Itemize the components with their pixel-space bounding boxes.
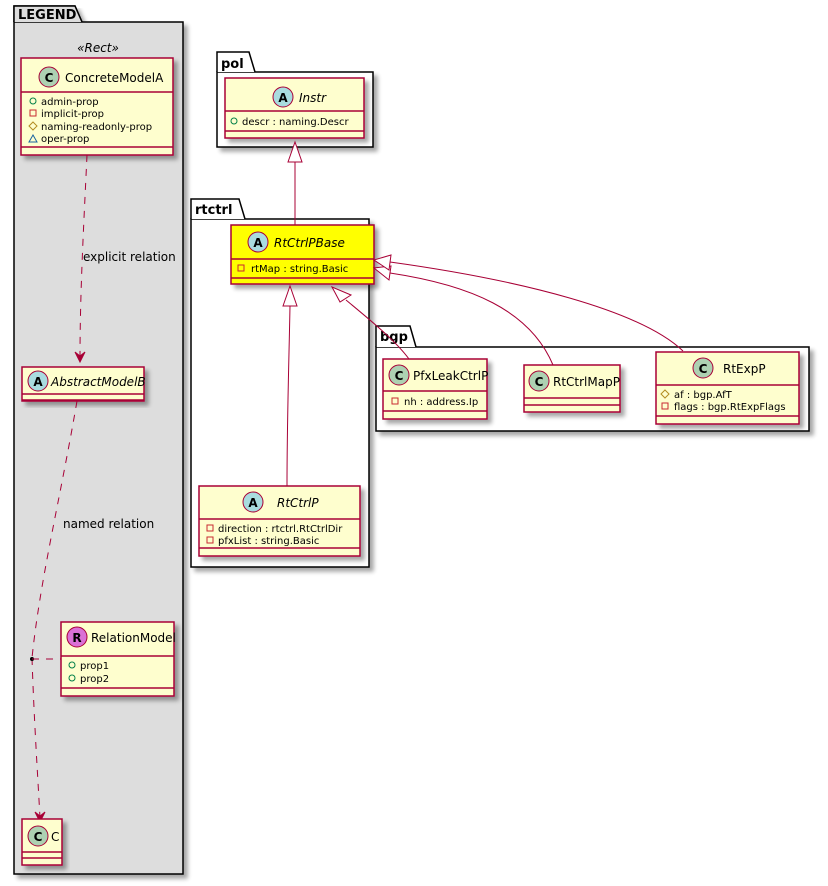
class-concrete-model-a[interactable]: C ConcreteModelA admin-prop implicit-pro… bbox=[20, 57, 174, 156]
private-visibility-icon bbox=[206, 536, 214, 544]
private-visibility-icon bbox=[391, 397, 399, 405]
relation-icon bbox=[66, 626, 88, 648]
edge-label: named relation bbox=[63, 517, 154, 531]
private-visibility-icon bbox=[29, 109, 37, 117]
package-name: rtctrl bbox=[195, 203, 232, 218]
attribute: flags : bgp.RtExpFlags bbox=[674, 402, 786, 413]
package-name: pol bbox=[221, 57, 244, 72]
class-icon-letter: C bbox=[699, 362, 708, 376]
class-name: Instr bbox=[299, 91, 327, 105]
private-visibility-icon bbox=[661, 402, 669, 410]
class-name: ConcreteModelA bbox=[65, 71, 164, 85]
class-relation-model[interactable]: R RelationModel prop1 prop2 bbox=[60, 621, 176, 697]
attribute: prop1 bbox=[80, 661, 109, 672]
abstract-icon bbox=[242, 491, 264, 513]
class-icon-letter: A bbox=[33, 375, 43, 389]
class-name: RtCtrlP bbox=[277, 496, 319, 510]
attribute: af : bgp.AfT bbox=[674, 390, 733, 401]
attribute: pfxList : string.Basic bbox=[218, 536, 319, 547]
attribute: admin-prop bbox=[41, 97, 99, 108]
class-icon-letter: A bbox=[253, 236, 263, 250]
class-rtctrlpbase[interactable]: A RtCtrlPBase rtMap : string.Basic bbox=[230, 224, 375, 285]
abstract-icon bbox=[27, 370, 49, 392]
class-icon-letter: C bbox=[34, 830, 43, 844]
protected-visibility-icon bbox=[660, 389, 670, 399]
class-icon bbox=[27, 825, 49, 847]
class-name: RtCtrlPBase bbox=[274, 236, 345, 250]
class-icon-letter: A bbox=[278, 91, 288, 105]
attribute: oper-prop bbox=[41, 134, 89, 145]
attribute: direction : rtctrl.RtCtrlDir bbox=[218, 524, 343, 535]
class-name: PfxLeakCtrlP bbox=[413, 369, 488, 383]
package-name: bgp bbox=[380, 330, 408, 345]
package-name: LEGEND bbox=[18, 8, 77, 23]
arrow-head-icon bbox=[74, 351, 86, 364]
private-visibility-icon bbox=[206, 524, 214, 532]
class-name: RtCtrlMapP bbox=[553, 375, 620, 389]
edge-inherit-pfxleakctrlp-rtctrlpbase bbox=[330, 285, 410, 360]
attribute: naming-readonly-prop bbox=[41, 122, 152, 133]
attribute: implicit-prop bbox=[41, 109, 104, 120]
class-name: RelationModel bbox=[91, 631, 176, 645]
inheritance-arrow-icon bbox=[372, 254, 392, 271]
abstract-icon bbox=[247, 231, 269, 253]
edge-inherit-rtctrlpbase-instr bbox=[287, 140, 303, 225]
abstract-icon bbox=[272, 86, 294, 108]
class-name: AbstractModelB bbox=[50, 375, 146, 389]
edge-explicit-relation: explicit relation bbox=[74, 154, 176, 364]
class-rtctrlmapp[interactable]: C RtCtrlMapP bbox=[523, 364, 621, 413]
attribute: descr : naming.Descr bbox=[242, 117, 349, 128]
public-visibility-icon bbox=[230, 117, 238, 125]
class-rtctrlp[interactable]: A RtCtrlP direction : rtctrl.RtCtrlDir p… bbox=[198, 485, 361, 557]
class-abstract-model-b[interactable]: A AbstractModelB bbox=[21, 366, 146, 402]
edge-inherit-rtexpp-rtctrlpbase bbox=[372, 254, 684, 352]
inheritance-arrow-icon bbox=[330, 285, 353, 303]
class-icon bbox=[692, 357, 714, 379]
class-icon-letter: R bbox=[72, 631, 81, 645]
edge-inherit-rtctrlmapp-rtctrlpbase bbox=[372, 265, 554, 366]
edge-inherit-rtctrlp-rtctrlpbase bbox=[282, 284, 298, 487]
class-icon bbox=[528, 370, 550, 392]
edge-named-relation: named relation bbox=[30, 400, 154, 824]
attribute: nh : address.Ip bbox=[404, 397, 478, 408]
attribute: rtMap : string.Basic bbox=[251, 264, 348, 275]
attribute: prop2 bbox=[80, 674, 109, 685]
package-stereotype: «Rect» bbox=[77, 41, 119, 55]
inheritance-arrow-icon bbox=[287, 140, 303, 163]
class-pfxleakctrlp[interactable]: C PfxLeakCtrlP nh : address.Ip bbox=[382, 358, 488, 420]
class-icon-letter: C bbox=[45, 71, 54, 85]
package-legend: LEGEND «Rect» bbox=[13, 5, 184, 875]
class-c[interactable]: C C bbox=[21, 818, 63, 866]
class-icon-letter: A bbox=[248, 496, 258, 510]
package-visibility-icon bbox=[28, 133, 38, 143]
public-visibility-icon bbox=[68, 674, 76, 682]
private-visibility-icon bbox=[237, 264, 245, 272]
protected-visibility-icon bbox=[28, 121, 38, 131]
class-icon-letter: C bbox=[535, 375, 544, 389]
class-instr[interactable]: A Instr descr : naming.Descr bbox=[224, 77, 365, 139]
class-rtexpp[interactable]: C RtExpP af : bgp.AfT flags : bgp.RtExpF… bbox=[655, 351, 800, 425]
class-name: C bbox=[51, 830, 59, 844]
class-name: RtExpP bbox=[723, 362, 766, 376]
class-icon-letter: C bbox=[395, 369, 404, 383]
inheritance-arrow-icon bbox=[372, 265, 392, 281]
inheritance-arrow-icon bbox=[282, 284, 298, 307]
class-icon bbox=[388, 364, 410, 386]
public-visibility-icon bbox=[29, 97, 37, 105]
edge-label: explicit relation bbox=[83, 250, 176, 264]
class-icon bbox=[38, 66, 60, 88]
public-visibility-icon bbox=[68, 661, 76, 669]
